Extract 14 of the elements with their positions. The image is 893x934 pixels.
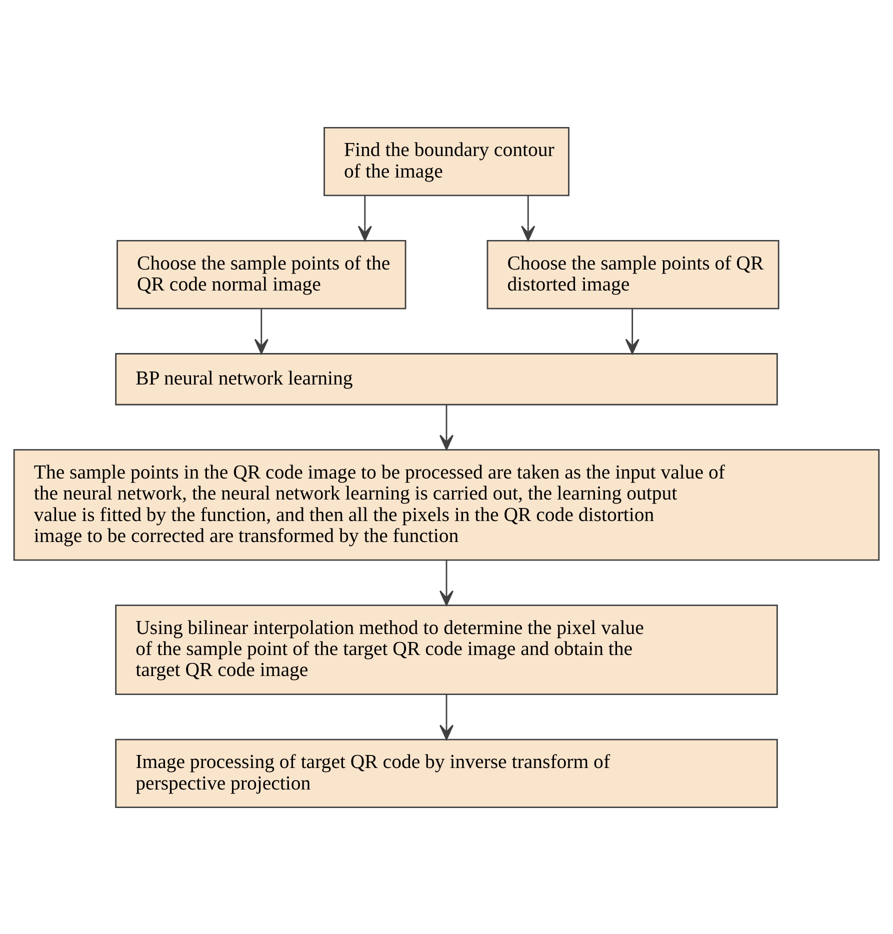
node-box: Image processing of target QR code by inverse transform of perspective projection xyxy=(115,738,778,808)
node-box: The sample points in the QR code image to be processed are taken as the input value of the neural network, the neural network learning is carried out, the learning output value is fitted by the function, and then all the pixels in the QR code distortion image to be corrected are transformed by the function xyxy=(13,448,880,560)
arrow xyxy=(625,308,640,354)
node-box: Using bilinear interpolation method to determine the pixel value of the sample point of the target QR code image and obtain the target QR code image xyxy=(115,604,778,694)
arrow xyxy=(439,560,454,606)
arrow xyxy=(439,404,454,450)
arrow xyxy=(254,308,268,354)
arrow xyxy=(521,194,536,241)
node-box: Choose the sample points of the QR code normal image xyxy=(116,240,406,309)
arrow xyxy=(358,194,372,241)
node-box: Choose the sample points of QR distorted image xyxy=(486,240,780,309)
node-box: BP neural network learning xyxy=(115,352,778,405)
node-box: Find the boundary contour of the image xyxy=(324,126,570,196)
arrow xyxy=(439,694,454,740)
